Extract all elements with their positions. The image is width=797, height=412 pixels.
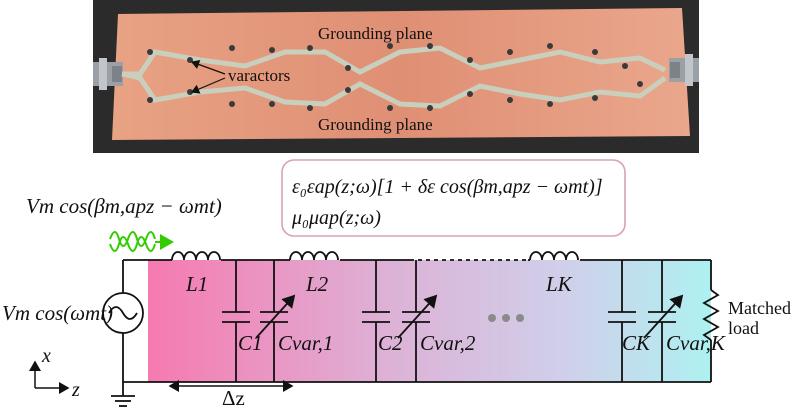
circuit: L1 L2 LK Matched load Vm cos(ωmt) xyxy=(2,251,791,410)
varactor-cvark xyxy=(643,260,684,382)
capacitor-c2 xyxy=(362,260,390,382)
matched-load-resistor xyxy=(702,260,720,382)
inductor-l1 xyxy=(171,251,221,261)
capacitor-ck xyxy=(608,260,636,382)
varactor-cvar1 xyxy=(255,260,296,382)
microstrip-traces xyxy=(121,45,667,109)
varactor-cvar1-label: Cvar,1 xyxy=(278,331,333,355)
permittivity-formula: ε₀εap(z;ω)[1 + δε cos(βm,apz − ωmt)] xyxy=(292,176,603,198)
varactor-pointer-arrows xyxy=(190,59,226,94)
varactors-label: varactors xyxy=(228,66,290,85)
capacitor-c1 xyxy=(222,260,250,382)
pcb-board xyxy=(112,8,690,140)
capacitor-c2-label: C2 xyxy=(378,331,403,355)
formula-box: ε₀εap(z;ω)[1 + δε cos(βm,apz − ωmt)] μ₀μ… xyxy=(281,159,626,237)
varactor-cvar2-label: Cvar,2 xyxy=(420,331,476,355)
varactor-cvar2 xyxy=(397,260,438,382)
sma-connector-left xyxy=(93,58,123,90)
ground-symbol xyxy=(111,395,135,407)
matched-load-label-line1: Matched xyxy=(728,298,791,318)
matched-load-label-line2: load xyxy=(728,318,759,338)
cell-spacing-label: Δz xyxy=(222,386,245,407)
grounding-plane-top-label: Grounding plane xyxy=(318,24,433,43)
inductor-l2 xyxy=(289,251,339,261)
modulation-wave-icon xyxy=(109,231,174,252)
ellipsis-dots xyxy=(488,314,524,322)
pcb-photo: varactors Grounding plane Grounding plan… xyxy=(93,0,699,153)
inductor-l1-label: L1 xyxy=(185,272,208,296)
inductor-lk-label: LK xyxy=(545,272,573,296)
ac-voltage-source xyxy=(102,260,144,396)
varactor-dots xyxy=(147,43,643,111)
x-axis-label: x xyxy=(41,345,51,367)
permeability-formula: μ₀μap(z;ω) xyxy=(291,207,381,229)
sma-connector-right xyxy=(669,54,699,86)
inductor-lk xyxy=(529,251,579,261)
z-axis-label: z xyxy=(71,379,80,401)
varactor-cvark-label: Cvar,K xyxy=(666,331,726,355)
inductor-l2-label: L2 xyxy=(305,272,329,296)
grounding-plane-bottom-label: Grounding plane xyxy=(318,115,433,134)
source-voltage-label: Vm cos(ωmt) xyxy=(2,301,113,325)
coordinate-axes xyxy=(29,360,70,394)
transmission-line-band xyxy=(148,260,711,382)
modulation-signal-label: Vm cos(βm,apz − ωmt) xyxy=(26,194,222,218)
